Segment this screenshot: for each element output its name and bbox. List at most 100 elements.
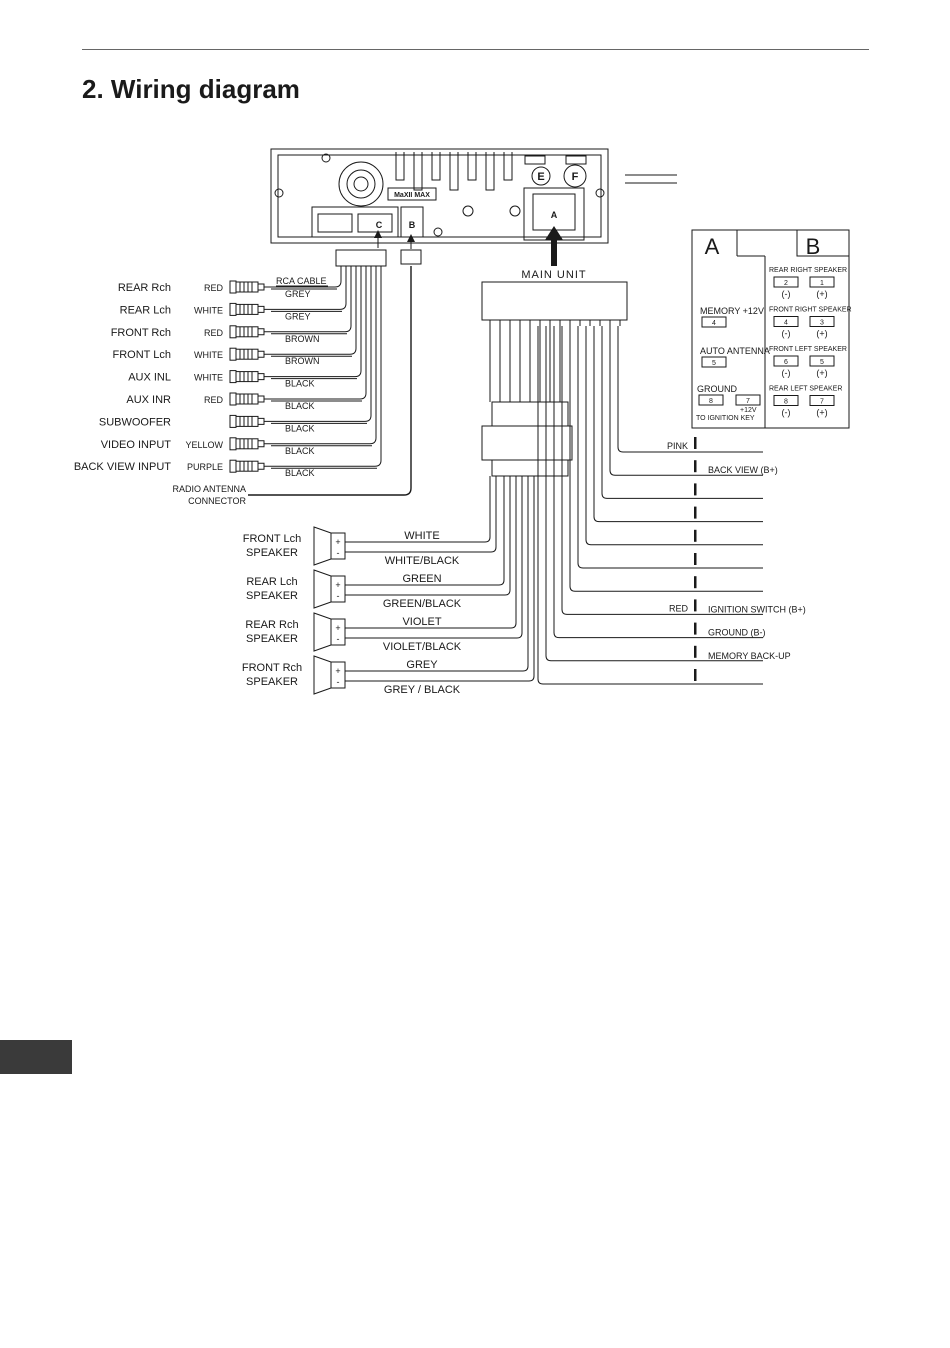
power-wire-tick <box>694 553 697 565</box>
head-unit: MaXII MAX E F A C B <box>270 148 677 244</box>
pin-box <box>701 316 727 328</box>
pinout-a-label: MEMORY +12V <box>700 306 764 316</box>
harness-wires <box>489 326 561 402</box>
pin-box <box>701 356 727 368</box>
rca-plug-color: PURPLE <box>187 462 223 472</box>
top-rule <box>82 49 869 50</box>
antenna-label-1: RADIO ANTENNA <box>172 484 246 494</box>
pinout-header-b: B <box>806 234 821 259</box>
connector-arrows <box>374 226 563 266</box>
speaker-plus-color: GREEN <box>402 573 441 585</box>
rca-wire-color: BLACK <box>285 379 315 389</box>
rca-wire-color: GREY <box>285 289 311 299</box>
power-wire-function: BACK VIEW (B+) <box>708 465 778 475</box>
rca-channel-name: AUX INL <box>128 372 171 384</box>
pin-number: 5 <box>820 359 824 366</box>
connector-e-label: E <box>537 171 544 183</box>
power-wire-tick <box>694 576 697 589</box>
pin-number: 2 <box>784 280 788 287</box>
rca-plug-color: WHITE <box>194 305 223 315</box>
rca-plug-icon <box>229 459 237 473</box>
rca-plug-body <box>235 348 259 360</box>
rca-plug-detail <box>239 394 271 404</box>
speaker-label: SPEAKER <box>246 547 298 559</box>
power-wire <box>537 326 763 685</box>
power-wire-tick <box>694 645 697 658</box>
pin-number: 7 <box>746 398 750 405</box>
rca-plug-body <box>235 371 259 383</box>
pin-number: 6 <box>784 359 788 366</box>
speaker-minus-color: WHITE/BLACK <box>385 555 460 567</box>
rca-wire-color: BROWN <box>285 334 320 344</box>
speaker-plus-sign: + <box>335 580 340 590</box>
rca-plug-icon <box>229 370 237 384</box>
pin-box <box>773 355 799 367</box>
pin-number: 4 <box>784 320 788 327</box>
rca-plug-detail <box>239 371 271 382</box>
rca-plug-icon <box>229 414 237 428</box>
speaker-minus-sign: - <box>337 548 340 558</box>
power-wire <box>617 326 763 453</box>
rca-wire-color: GREY <box>285 311 311 321</box>
speaker-name: REAR Rch <box>245 619 298 631</box>
pin-number: 4 <box>712 320 716 327</box>
power-wire-function: IGNITION SWITCH (B+) <box>708 604 806 614</box>
rca-plug-icon <box>229 437 237 451</box>
speaker-terminal-box <box>330 661 346 689</box>
power-wire <box>553 326 763 639</box>
rca-wire <box>271 266 357 355</box>
speaker-plus-wire <box>345 476 529 672</box>
rca-plug-detail <box>239 326 271 337</box>
power-wire-tick <box>694 529 697 542</box>
rca-wire-color: BLACK <box>285 468 315 478</box>
speaker-icon <box>313 612 332 652</box>
connector-c-label: C <box>376 220 383 230</box>
rca-plug-icon <box>229 280 237 294</box>
speaker-minus-sign: - <box>337 591 340 601</box>
rca-plug-body <box>235 438 259 450</box>
rca-plug-body <box>235 281 259 293</box>
connector-b-label: B <box>409 220 416 230</box>
pinout-b-label: REAR RIGHT SPEAKER <box>769 267 847 274</box>
speaker-minus-wire <box>345 476 497 553</box>
rca-wire <box>271 266 367 400</box>
rca-plug-color: YELLOW <box>185 440 223 450</box>
rca-plug-body <box>235 393 259 405</box>
speaker-minus-wire <box>345 476 511 596</box>
rca-plug-detail <box>239 349 271 360</box>
rca-channel-name: REAR Rch <box>118 282 171 294</box>
pin-number: 1 <box>820 280 824 287</box>
speaker-minus-sign: - <box>337 634 340 644</box>
rca-wire <box>271 266 347 310</box>
rca-plug-color: WHITE <box>194 373 223 383</box>
pin-number: 8 <box>784 399 788 406</box>
power-wire-tick <box>694 483 697 496</box>
speaker-plus-sign: + <box>335 666 340 676</box>
pinout-ignition-key: TO IGNITION KEY <box>696 415 755 422</box>
pinout-plus-sign: (+) <box>816 289 827 299</box>
connector-a-label: A <box>551 210 558 220</box>
rca-plug-detail <box>239 461 271 472</box>
rca-plug-detail <box>239 304 271 315</box>
rca-channel-name: AUX INR <box>126 394 171 406</box>
rca-channel-name: BACK VIEW INPUT <box>74 461 171 473</box>
rca-wire <box>271 266 372 422</box>
rca-wire <box>271 266 352 333</box>
rca-plug-body <box>235 415 259 427</box>
pinout-plus-sign: (+) <box>816 368 827 378</box>
pinout-plus-sign: (+) <box>816 329 827 339</box>
speaker-minus-sign: - <box>337 677 340 687</box>
rca-wire <box>271 266 342 288</box>
main-unit-label: MAIN UNIT <box>521 269 586 281</box>
speaker-plus-wire <box>345 476 505 586</box>
rca-wire-color: BLACK <box>285 401 315 411</box>
rca-plug-detail <box>239 438 271 449</box>
pinout-minus-sign: (-) <box>782 329 791 339</box>
pin-box <box>809 316 835 327</box>
power-wire-function: GROUND (B-) <box>708 628 766 638</box>
pinout-minus-sign: (-) <box>782 408 791 418</box>
pinout-ignition-note: +12V <box>740 407 757 414</box>
